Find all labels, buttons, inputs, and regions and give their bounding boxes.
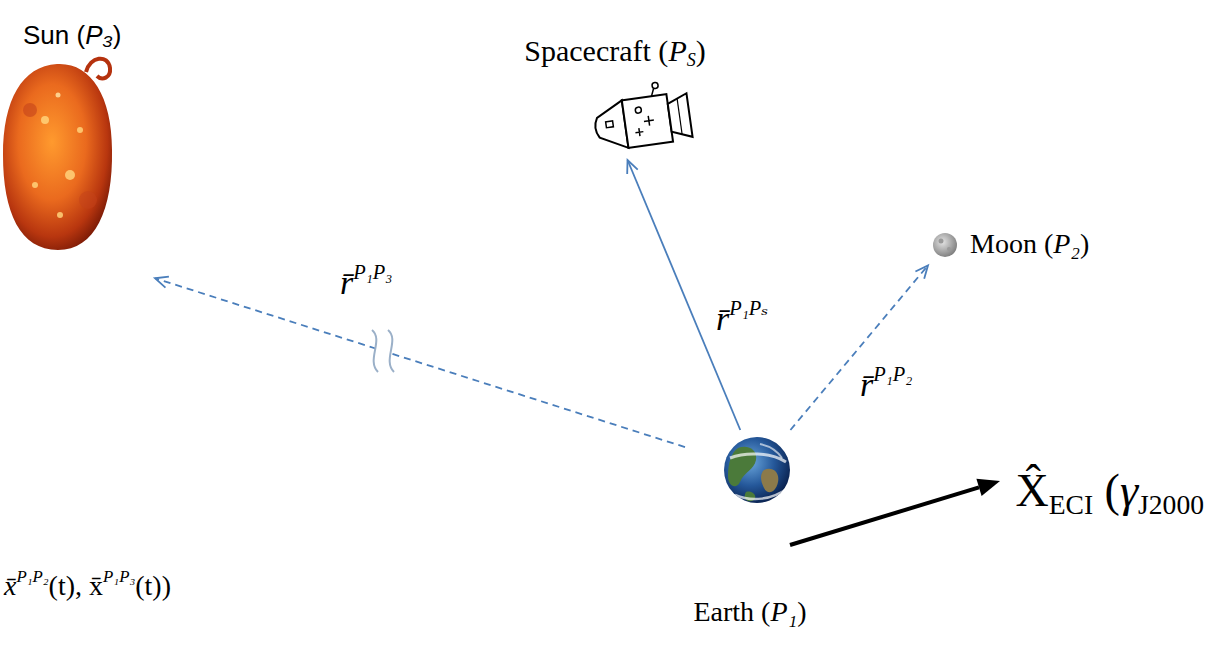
- label-slot: r̄P₁P₃: [338, 258, 394, 302]
- label-slot: r̄P₁P₂: [858, 360, 914, 404]
- label-slot: x̄P₁P₂(t), x̄P₁P₃(t)): [4, 562, 171, 602]
- vector-line: [790, 265, 928, 430]
- connector-group: [155, 160, 928, 447]
- text-part: ECI: [1049, 489, 1093, 520]
- sun-picture: [3, 59, 112, 250]
- node-label: Earth (P₁): [693, 596, 806, 628]
- text-part: r̄: [860, 366, 873, 403]
- arrow-head: [155, 277, 169, 288]
- text-part: P₁Pₛ: [729, 297, 768, 319]
- text-part: P₁P₂: [873, 363, 912, 385]
- position-vector: [155, 277, 685, 447]
- text-part: r̄: [716, 300, 729, 337]
- text-part: x̄: [4, 570, 16, 601]
- text-part: γ: [1120, 465, 1138, 516]
- sun-node: Sun (P₃): [5, 12, 155, 292]
- node-label: Moon (P₂): [970, 228, 1089, 260]
- text-part: P₁: [770, 596, 797, 627]
- earth-picture: [724, 437, 790, 503]
- node-label: Sun (P₃): [23, 20, 121, 51]
- text-part: P₁P₃: [103, 567, 135, 586]
- distance-break-mark: [372, 330, 394, 372]
- ephemeris-note: x̄P₁P₂(t), x̄P₁P₃(t)): [4, 562, 171, 602]
- text-part: P₂: [1053, 228, 1080, 259]
- arrow-head: [627, 160, 638, 174]
- spacecraft-picture: [590, 78, 693, 152]
- text-part: P₁P₂: [16, 567, 48, 586]
- text-part: S: [687, 50, 696, 70]
- vector-line: [155, 278, 685, 447]
- moon-node: Moon (P₂): [928, 222, 1100, 270]
- moon-picture: [933, 233, 957, 257]
- text-part: r̄: [340, 264, 353, 301]
- vector-label: r̄P₁P₃: [338, 258, 394, 302]
- label-slot: X̂ECI (γJ2000: [1015, 456, 1204, 517]
- eci-axis-arrow: [790, 479, 1000, 545]
- position-vector: [790, 265, 928, 430]
- text-part: P: [668, 34, 686, 67]
- label-slot: r̄P₁Pₛ: [714, 294, 770, 338]
- vector-label: r̄P₁Pₛ: [714, 294, 770, 338]
- text-part: P₁P₃: [353, 261, 392, 283]
- text-part: J2000: [1138, 489, 1204, 520]
- text-part: P₃: [85, 20, 113, 50]
- spacecraft-node: Spacecraft (PS): [515, 20, 715, 160]
- vector-label: r̄P₁P₂: [858, 360, 914, 404]
- frame-axis-label: X̂ECI (γJ2000: [1015, 456, 1204, 517]
- node-label: Spacecraft (PS): [524, 34, 705, 68]
- arrow-head: [915, 265, 928, 278]
- earth-node: Earth (P₁): [685, 430, 815, 635]
